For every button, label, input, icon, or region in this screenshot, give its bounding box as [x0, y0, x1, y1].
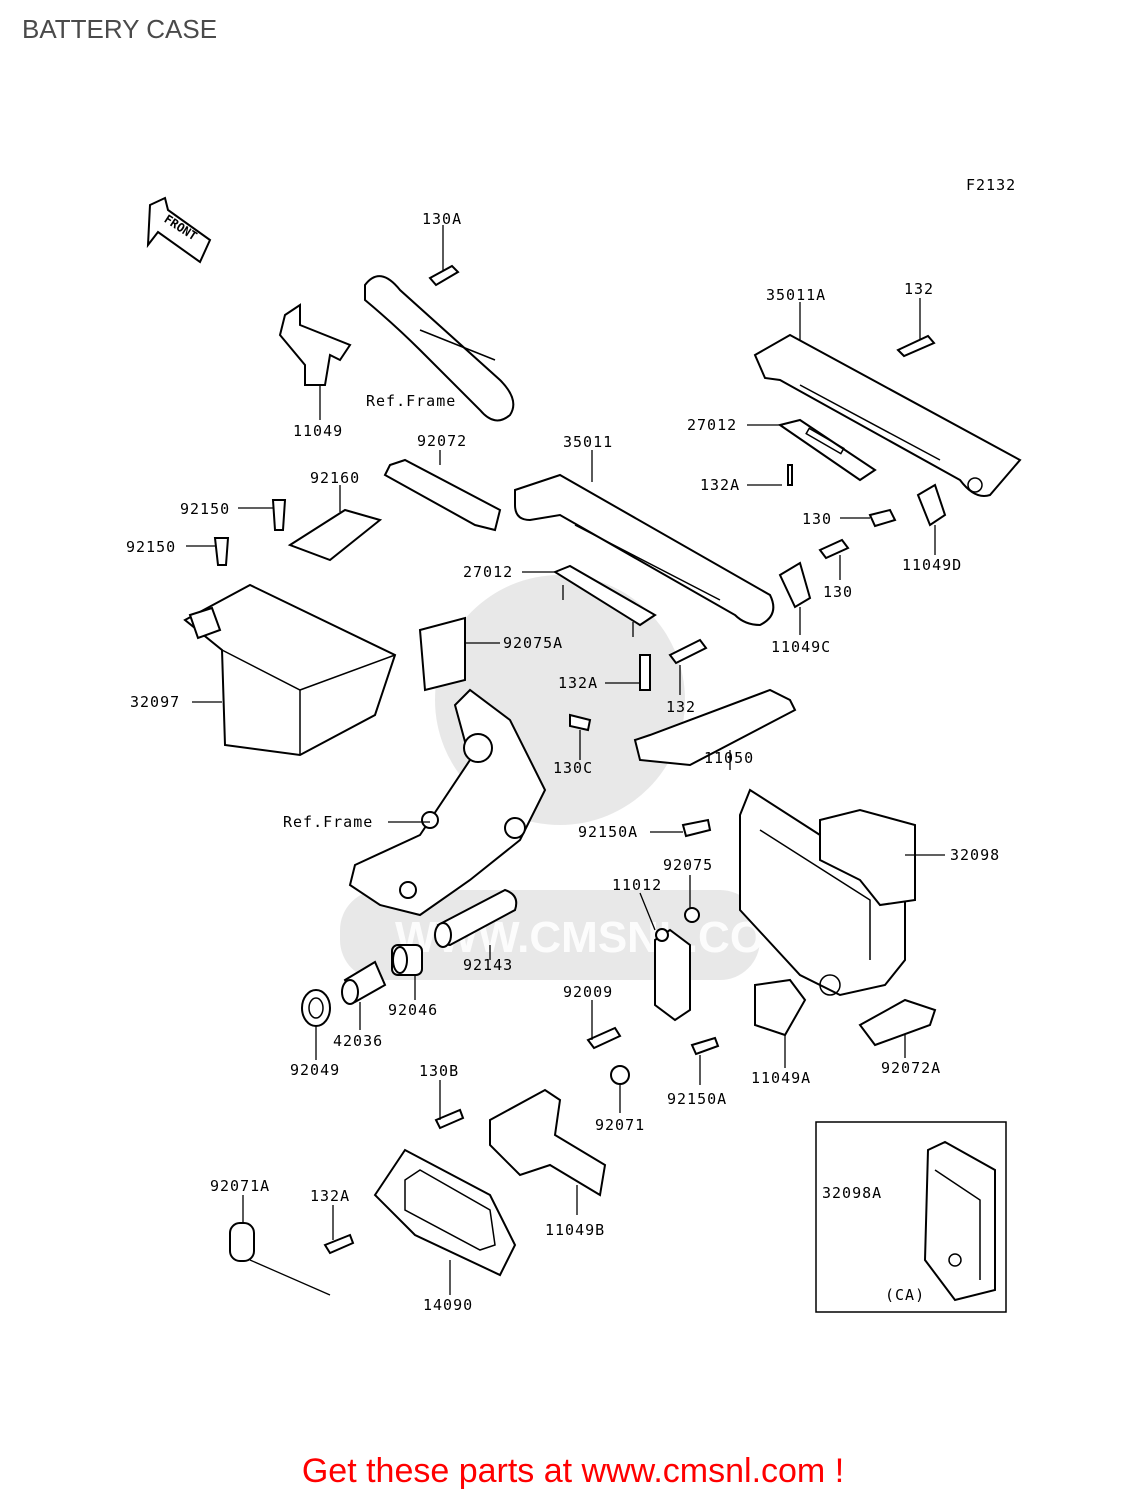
label-27012-right: 27012 — [687, 416, 737, 434]
label-35011: 35011 — [563, 433, 613, 451]
label-27012-middle: 27012 — [463, 563, 513, 581]
front-arrow-icon: FRONT — [146, 196, 212, 264]
label-92150-1: 92150 — [180, 500, 230, 518]
label-92075A: 92075A — [503, 634, 563, 652]
label-132A-right: 132A — [700, 476, 740, 494]
bearing-92046 — [391, 944, 423, 976]
cover-11012 — [654, 928, 691, 1022]
collar-42036 — [341, 960, 387, 1005]
tube-92143 — [434, 888, 518, 948]
bracket-11049D — [916, 483, 947, 527]
label-92071A: 92071A — [210, 1177, 270, 1195]
label-35011A: 35011A — [766, 286, 826, 304]
upper-frame-bracket — [278, 275, 515, 422]
label-92046: 92046 — [388, 1001, 438, 1019]
plate-27012-right — [777, 418, 877, 482]
middle-cover-35011 — [514, 473, 775, 627]
label-130A-top: 130A — [422, 210, 462, 228]
label-92071: 92071 — [595, 1116, 645, 1134]
label-ref-frame-1: Ref.Frame — [366, 392, 456, 410]
grommet-92071A — [229, 1222, 255, 1262]
label-42036: 42036 — [333, 1032, 383, 1050]
label-11049B: 11049B — [545, 1221, 605, 1239]
label-14090: 14090 — [423, 1296, 473, 1314]
bracket-11049A — [754, 978, 807, 1037]
label-92049: 92049 — [290, 1061, 340, 1079]
label-92150A-1: 92150A — [578, 823, 638, 841]
label-11012: 11012 — [612, 876, 662, 894]
strap-92072A — [858, 998, 937, 1047]
grommet-92071 — [610, 1065, 630, 1085]
cta-link-text[interactable]: Get these parts at www.cmsnl.com ! — [301, 1452, 845, 1490]
watermark-logo: WWW.CMSNL.COM — [340, 575, 801, 980]
rear-case-32098 — [739, 788, 916, 997]
seal-92049 — [301, 989, 331, 1027]
label-132A-middle: 132A — [558, 674, 598, 692]
strap-92072 — [383, 458, 502, 532]
label-11049D: 11049D — [902, 556, 962, 574]
label-132-middle: 132 — [666, 698, 696, 716]
page-title: BATTERY CASE — [22, 14, 218, 44]
label-32098: 32098 — [950, 846, 1000, 864]
sheet-92075A — [418, 616, 466, 692]
figure-code: F2132 — [966, 176, 1016, 194]
label-92072A: 92072A — [881, 1059, 941, 1077]
label-130C: 130C — [553, 759, 593, 777]
label-92072: 92072 — [417, 432, 467, 450]
label-32098A: 32098A — [822, 1184, 882, 1202]
label-ref-frame-2: Ref.Frame — [283, 813, 373, 831]
label-132-top: 132 — [904, 280, 934, 298]
upper-right-cover-35011A — [753, 333, 1022, 497]
label-11049A: 11049A — [751, 1069, 811, 1087]
label-11050: 11050 — [704, 749, 754, 767]
battery-case-32097 — [183, 583, 397, 757]
bracket-11050 — [633, 688, 797, 767]
bracket-11049C — [778, 561, 812, 609]
label-92009: 92009 — [563, 983, 613, 1001]
bracket-11049B — [489, 1088, 607, 1197]
inset-box-ca — [815, 1121, 1007, 1313]
label-11049: 11049 — [293, 422, 343, 440]
label-32097: 32097 — [130, 693, 180, 711]
case-14090 — [373, 1148, 517, 1277]
label-92150A-2: 92150A — [667, 1090, 727, 1108]
label-92143: 92143 — [463, 956, 513, 974]
label-130-right-2: 130 — [823, 583, 853, 601]
label-92075: 92075 — [663, 856, 713, 874]
plate-27012-middle — [552, 564, 657, 637]
label-92160: 92160 — [310, 469, 360, 487]
label-132A-bottom: 132A — [310, 1187, 350, 1205]
bolts — [213, 264, 936, 1255]
label-92150-2: 92150 — [126, 538, 176, 556]
label-130-right-1: 130 — [802, 510, 832, 528]
swingarm-ref-frame — [348, 688, 547, 917]
label-130B: 130B — [419, 1062, 459, 1080]
label-ca: (CA) — [885, 1286, 925, 1304]
pad-92160 — [287, 508, 383, 562]
label-11049C: 11049C — [771, 638, 831, 656]
